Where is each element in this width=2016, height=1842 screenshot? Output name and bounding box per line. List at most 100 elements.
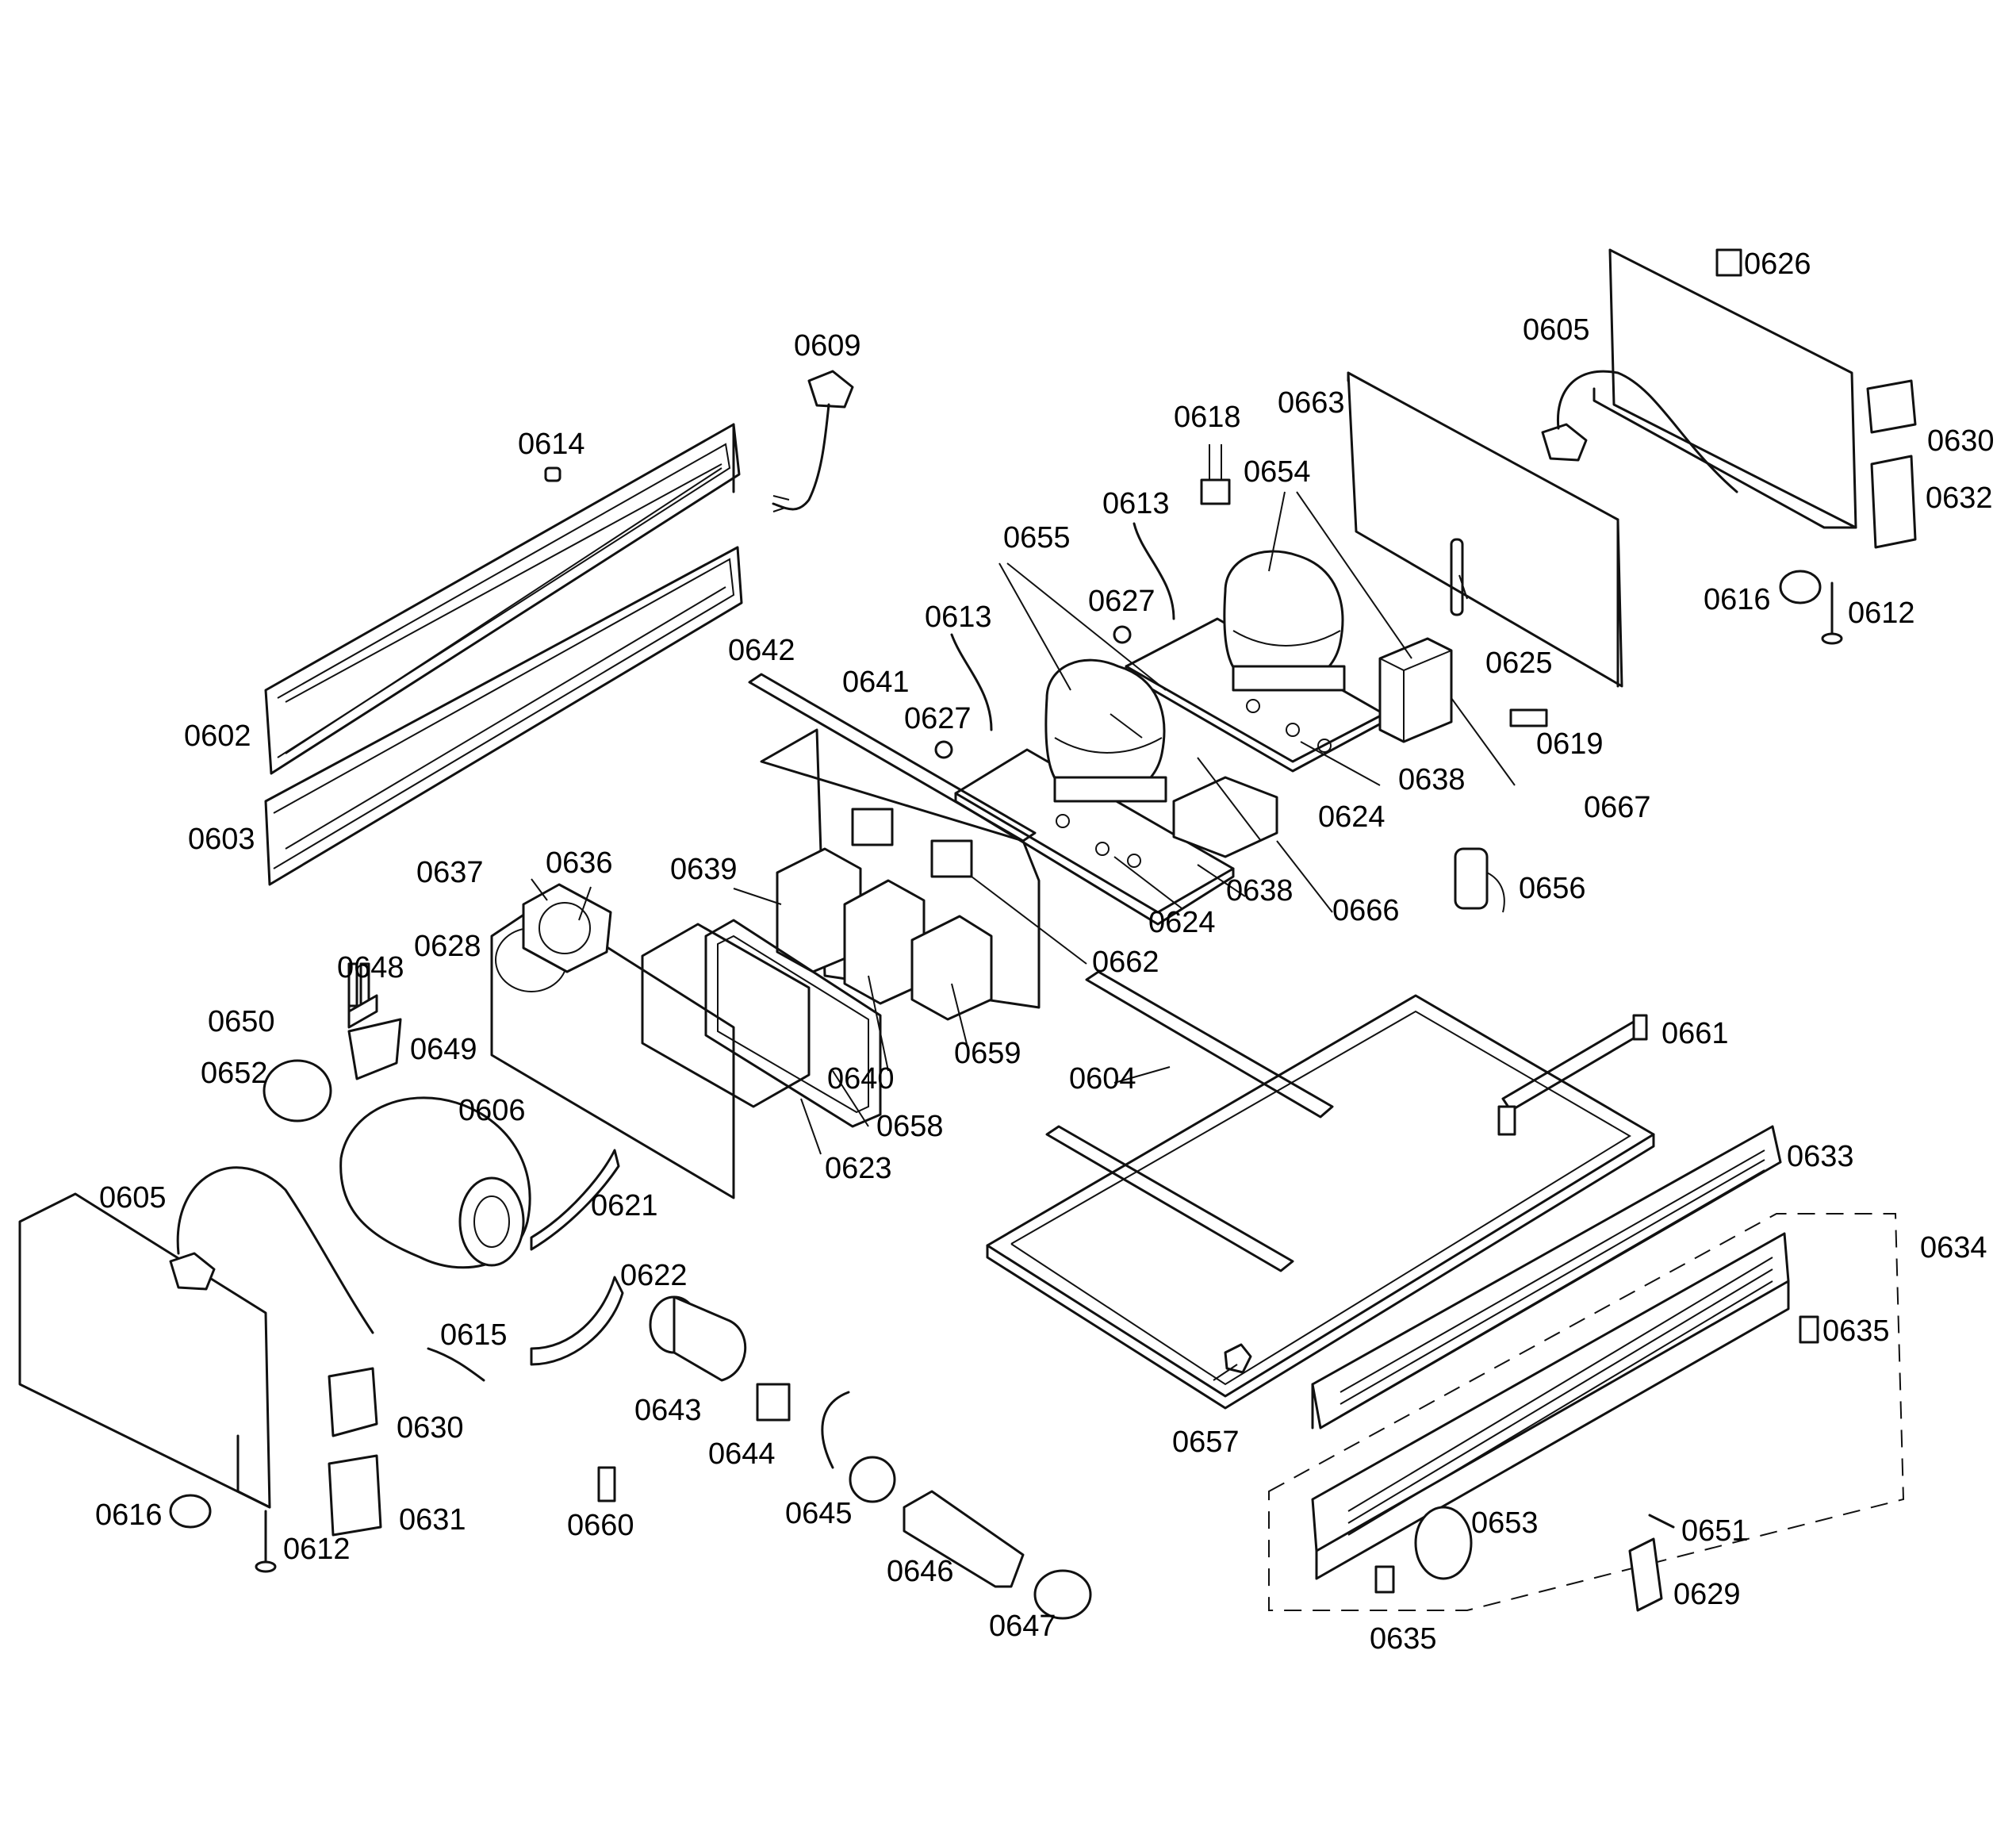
small-parts-0648-0649-0650 — [347, 962, 402, 1080]
callout-0659: 0659 — [954, 1037, 1021, 1070]
callout-0646: 0646 — [887, 1555, 954, 1588]
bracket-0631 — [328, 1454, 382, 1537]
callout-0602: 0602 — [184, 720, 251, 753]
side-panel-right — [1592, 248, 1857, 529]
cores-0641-0662 — [851, 808, 973, 878]
foot-0616-right — [1779, 570, 1822, 604]
callout-0633: 0633 — [1787, 1140, 1854, 1173]
callout-0648: 0648 — [337, 951, 404, 984]
relay-0666 — [1172, 776, 1278, 858]
callout-0639: 0639 — [670, 853, 738, 886]
callout-0624-top: 0624 — [1318, 800, 1386, 834]
callout-0638-mid: 0638 — [1226, 874, 1294, 908]
callout-0631: 0631 — [399, 1503, 466, 1537]
callout-0635-right: 0635 — [1822, 1314, 1890, 1348]
blower-0606 — [339, 1096, 531, 1269]
callout-0655: 0655 — [1003, 521, 1071, 555]
compressor-0654 — [1223, 550, 1346, 692]
callout-0614: 0614 — [518, 428, 585, 461]
drier-0625 — [1450, 538, 1464, 616]
back-panel-0602 — [264, 423, 741, 775]
callout-0635-lower: 0635 — [1370, 1622, 1437, 1656]
callout-0632: 0632 — [1926, 482, 1993, 515]
tubes-0613 — [950, 522, 1175, 731]
callout-0644: 0644 — [708, 1437, 776, 1471]
grill-0634 — [1268, 1213, 1905, 1611]
callout-0653: 0653 — [1471, 1506, 1539, 1540]
callout-0660: 0660 — [567, 1509, 634, 1542]
callout-0649: 0649 — [410, 1033, 477, 1066]
bracket-0661 — [1497, 1014, 1648, 1136]
callout-0630-left: 0630 — [397, 1411, 464, 1445]
callout-0616-right: 0616 — [1704, 583, 1771, 616]
part-0635-lower — [1374, 1565, 1395, 1594]
callout-0604: 0604 — [1069, 1062, 1136, 1096]
callout-0645: 0645 — [785, 1497, 853, 1530]
callout-0637: 0637 — [416, 856, 484, 889]
callout-0612-left: 0612 — [283, 1533, 351, 1566]
grommets-0627 — [934, 625, 1132, 759]
callout-labels: 0602 0603 0614 0609 0618 0663 0626 0605 … — [95, 248, 1995, 1656]
part-0626 — [1715, 248, 1742, 277]
callout-0618: 0618 — [1174, 401, 1241, 434]
capacitor-0652 — [263, 1059, 332, 1122]
compressor-0655 — [1044, 658, 1167, 803]
callout-0652: 0652 — [201, 1057, 268, 1090]
callout-0640: 0640 — [827, 1062, 895, 1096]
callout-0624-mid: 0624 — [1148, 906, 1216, 939]
sensor-0618 — [1200, 444, 1231, 505]
base-tray-0657 — [986, 994, 1655, 1410]
cord-0645 — [821, 1391, 896, 1503]
callout-0661: 0661 — [1661, 1017, 1729, 1050]
gasket-0658 — [704, 919, 882, 1128]
callout-0603: 0603 — [188, 823, 255, 856]
callout-0613-mid: 0613 — [925, 601, 992, 634]
callout-0651: 0651 — [1681, 1514, 1749, 1548]
callout-0623: 0623 — [825, 1152, 892, 1185]
leader-lines — [531, 491, 1516, 1381]
callout-0630-right: 0630 — [1927, 424, 1995, 458]
part-0629 — [1628, 1537, 1663, 1612]
power-cord-0609 — [772, 370, 854, 512]
transformers-0639-0640-0659 — [776, 847, 993, 1021]
callout-0616-left: 0616 — [95, 1499, 163, 1532]
callout-0641: 0641 — [842, 666, 910, 699]
callout-0621: 0621 — [591, 1189, 658, 1222]
motor-0653 — [1414, 1506, 1473, 1580]
callout-0650: 0650 — [208, 1005, 275, 1038]
compressor-plate-0624 — [954, 748, 1235, 926]
callout-0622: 0622 — [620, 1259, 688, 1292]
power-cord-0605-right — [1541, 370, 1738, 493]
part-0635-right — [1799, 1315, 1819, 1344]
relay-box-0667 — [1378, 637, 1453, 743]
filter-0643 — [649, 1295, 747, 1382]
callout-0613-top: 0613 — [1102, 487, 1170, 520]
callout-0638-top: 0638 — [1398, 763, 1466, 796]
callout-0627-mid: 0627 — [904, 702, 972, 735]
callout-0666: 0666 — [1332, 894, 1400, 927]
callout-0605-left: 0605 — [99, 1181, 167, 1215]
callout-0662: 0662 — [1092, 946, 1159, 979]
callout-0656: 0656 — [1519, 872, 1586, 905]
callout-0606: 0606 — [458, 1094, 526, 1127]
wire-0615 — [427, 1347, 485, 1382]
valve-0644 — [756, 1383, 791, 1422]
callout-0612-right: 0612 — [1848, 597, 1915, 630]
leveling-screw-0612-left — [255, 1510, 277, 1573]
callout-0619: 0619 — [1536, 727, 1604, 761]
terminal-0619 — [1509, 708, 1548, 727]
callout-0636: 0636 — [546, 846, 613, 880]
callout-0663: 0663 — [1278, 386, 1345, 420]
foot-0616-left — [169, 1494, 212, 1529]
part-0660 — [597, 1466, 616, 1502]
callout-0629: 0629 — [1673, 1578, 1741, 1611]
cap-0647 — [1033, 1569, 1092, 1620]
part-0651 — [1648, 1514, 1675, 1529]
side-panel-left — [18, 1192, 271, 1509]
capacitor-0656 — [1454, 847, 1505, 913]
callout-0642: 0642 — [728, 634, 795, 667]
bracket-0632 — [1870, 455, 1917, 549]
callout-0634: 0634 — [1920, 1231, 1987, 1264]
callout-0667: 0667 — [1584, 791, 1651, 824]
